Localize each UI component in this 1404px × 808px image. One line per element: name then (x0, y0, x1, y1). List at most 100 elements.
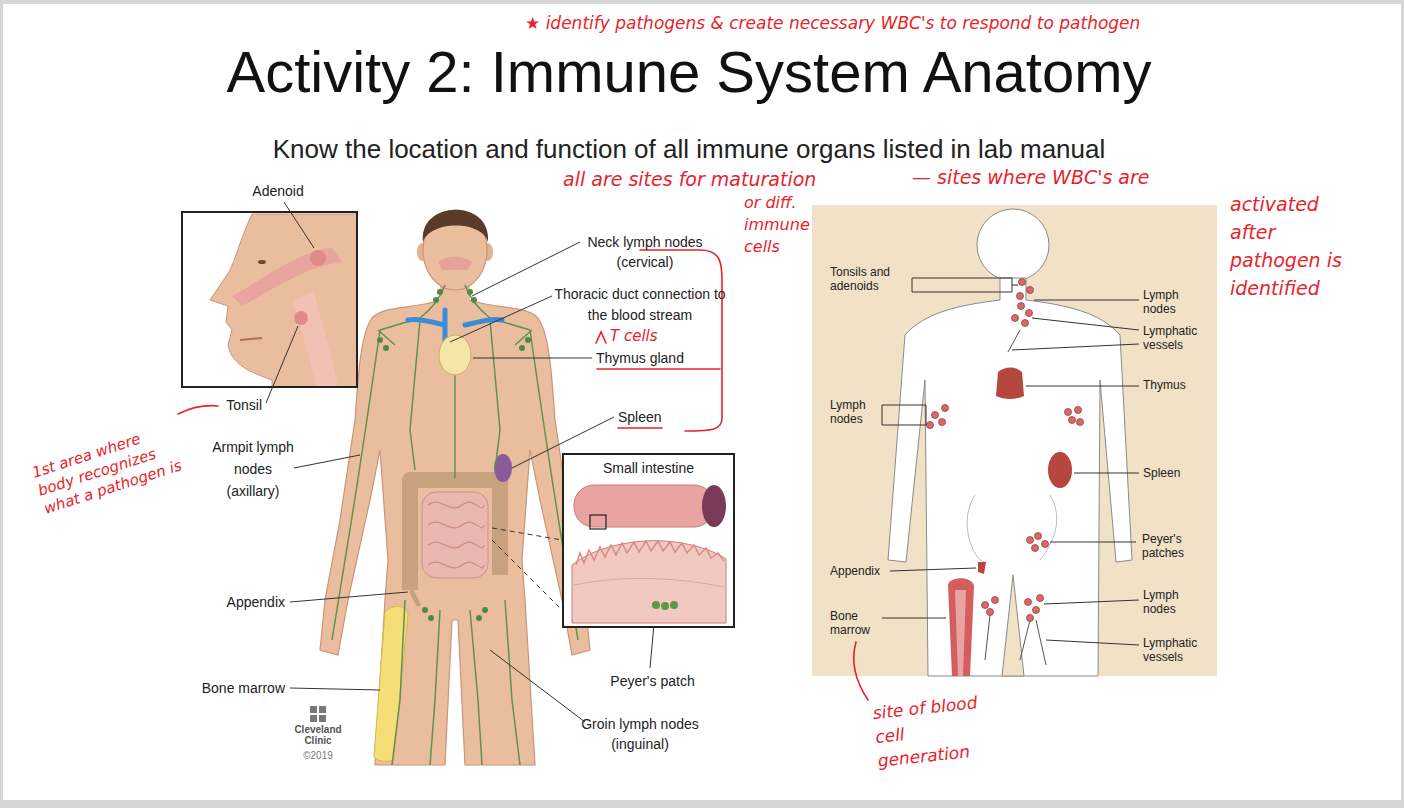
human-figure (410, 320, 500, 478)
part-label: Spleen (618, 408, 678, 426)
body-chart (1018, 303, 1025, 310)
leader-lines (490, 650, 585, 722)
body-chart (1035, 533, 1042, 540)
intestine-drawing (652, 601, 660, 609)
leader-lines (294, 455, 360, 468)
slide-frame (1401, 0, 1404, 808)
human-figure (471, 297, 477, 303)
handwritten-note: or diff. immune cells (744, 192, 810, 258)
head-inset (210, 214, 356, 386)
human-figure (439, 335, 471, 375)
body-chart (985, 330, 1046, 665)
body-chart (955, 590, 966, 676)
part-label: Appendix (830, 564, 890, 578)
body-chart (1077, 419, 1084, 426)
part-label: Tonsil (200, 396, 262, 414)
part-label: Thymus (1143, 378, 1203, 392)
body-chart (1065, 409, 1072, 416)
handwritten-note: T cells (610, 328, 670, 345)
human-figure (437, 289, 443, 295)
part-label: Neck lymph nodes (cervical) (575, 232, 715, 272)
part-label: Lymphatic vessels (1143, 324, 1213, 352)
human-figure (423, 210, 488, 242)
part-label: Spleen (1143, 466, 1203, 480)
part-label: Appendix (200, 593, 285, 611)
human-figure (428, 615, 434, 621)
body-chart (812, 205, 1217, 676)
intestine-drawing (702, 485, 726, 527)
body-chart (1012, 315, 1019, 322)
human-figure (438, 257, 472, 270)
body-chart (932, 412, 939, 419)
body-chart (1069, 417, 1076, 424)
body-chart (996, 368, 1024, 400)
body-chart (1048, 452, 1072, 488)
leader-lines (450, 296, 552, 342)
slide-frame (0, 0, 1404, 4)
body-chart (992, 597, 999, 604)
body-chart (1075, 407, 1082, 414)
body-chart (977, 209, 1049, 281)
body-chart (939, 419, 946, 426)
part-label: Groin lymph nodes (inguinal) (570, 714, 710, 754)
intestine-drawing (661, 602, 669, 610)
leader-lines (290, 688, 380, 690)
handwritten-note: all are sites for maturation (563, 167, 923, 191)
part-label: Lymph nodes (1143, 288, 1198, 316)
handwritten-note: — sites where WBC's are (912, 165, 1232, 189)
leader-lines (266, 326, 298, 403)
slide-title: Activity 2: Immune System Anatomy (0, 40, 1378, 104)
body-chart (1027, 615, 1034, 622)
human-figure (428, 502, 484, 568)
part-label: Peyer's patches (1142, 532, 1204, 560)
body-chart (1022, 320, 1029, 327)
body-chart (1026, 310, 1033, 317)
intestine-drawing (574, 485, 714, 527)
body-chart (942, 405, 949, 412)
intestine-drawing (670, 601, 678, 609)
handwritten-marks (596, 332, 606, 343)
head-inset (232, 248, 342, 306)
human-figure (332, 285, 578, 765)
logo (310, 706, 317, 713)
body-chart (1002, 575, 1024, 676)
handwritten-marks (854, 642, 868, 700)
human-figure (377, 289, 531, 621)
logo (319, 715, 326, 722)
body-chart (1042, 541, 1049, 548)
human-figure (420, 285, 490, 318)
slide-frame (0, 0, 3, 808)
human-figure (410, 480, 500, 590)
part-label: Tonsils and adenoids (830, 265, 910, 293)
body-chart (1034, 300, 1139, 301)
human-figure (383, 345, 389, 351)
body-chart (1027, 537, 1034, 544)
part-label: Bone marrow (830, 609, 880, 637)
part-label: Thymus gland (596, 349, 706, 367)
body-chart (888, 278, 1132, 676)
human-figure (392, 600, 520, 765)
part-label: Bone marrow (190, 679, 285, 697)
human-figure (476, 615, 482, 621)
body-chart (948, 578, 974, 676)
part-label: Lymph nodes (1143, 588, 1198, 616)
intestine-drawing (564, 455, 733, 626)
intestine-drawing (576, 541, 724, 565)
body-chart (987, 609, 994, 616)
head-inset (310, 250, 326, 266)
body-chart (1017, 293, 1024, 300)
head-inset (210, 214, 356, 386)
body-chart (1012, 285, 1018, 286)
head-inset (294, 311, 308, 325)
zoom-lines (492, 528, 562, 540)
body-chart (1046, 640, 1139, 645)
body-chart (1033, 607, 1040, 614)
part-label: Lymphatic vessels (1143, 636, 1213, 664)
head-inset (292, 292, 338, 386)
body-chart (1019, 279, 1026, 286)
body-chart (1044, 600, 1139, 604)
human-figure (467, 289, 473, 295)
human-figure (412, 592, 418, 604)
